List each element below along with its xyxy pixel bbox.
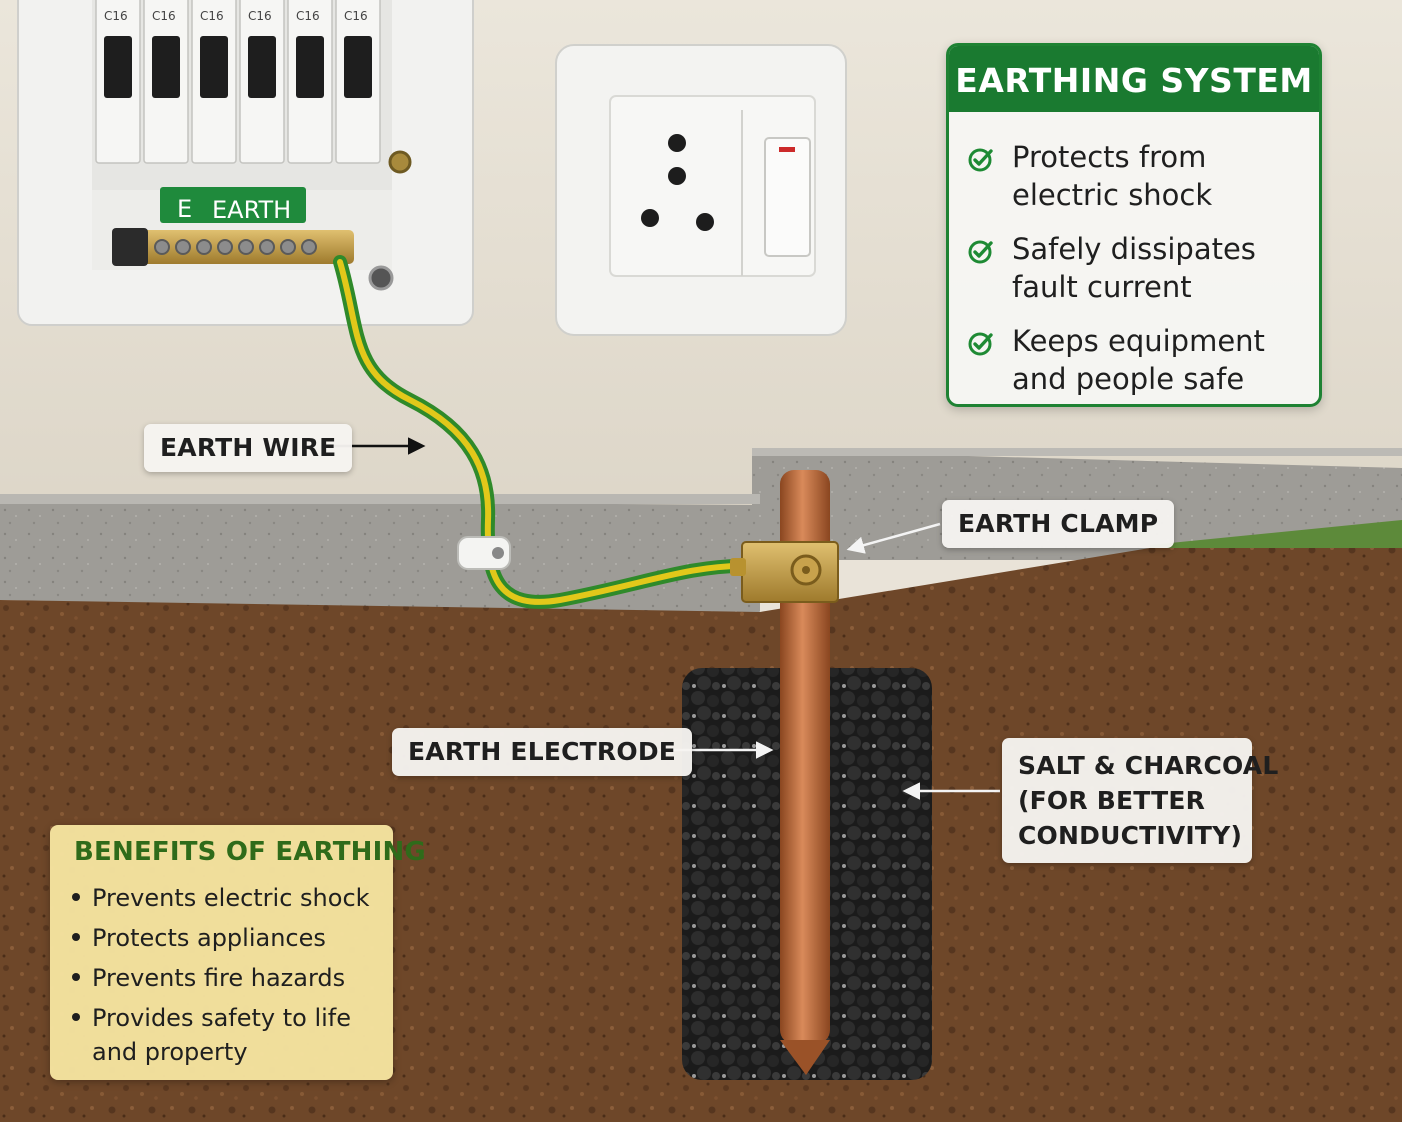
- terminal-screw: [302, 240, 316, 254]
- breaker-toggle[interactable]: [200, 36, 228, 98]
- terminal-screw: [239, 240, 253, 254]
- benefits-title: BENEFITS OF EARTHING: [74, 837, 426, 867]
- salt-charcoal-line: CONDUCTIVITY): [1018, 818, 1236, 853]
- system-item-line: Keeps equipment: [1012, 322, 1312, 360]
- breaker-toggle[interactable]: [344, 36, 372, 98]
- breaker-rating-label: C16: [152, 9, 176, 23]
- switch-toggle[interactable]: [765, 138, 810, 256]
- earth-tag-letter: E: [177, 195, 192, 223]
- breaker-toggle[interactable]: [104, 36, 132, 98]
- breaker-toggle[interactable]: [152, 36, 180, 98]
- terminal-screw: [155, 240, 169, 254]
- terminal-screw: [218, 240, 232, 254]
- earth-wire-label: EARTH WIRE: [144, 424, 352, 472]
- terminal-screw: [197, 240, 211, 254]
- bullet-icon: [72, 933, 80, 941]
- check-circle-icon: [967, 238, 995, 266]
- earth-clamp: [730, 542, 838, 602]
- terminal-screw: [260, 240, 274, 254]
- benefit-line: Protects appliances: [92, 921, 392, 955]
- system-item-line: and people safe: [1012, 360, 1312, 398]
- benefits-panel: BENEFITS OF EARTHING Prevents electric s…: [50, 825, 393, 1080]
- benefit-line: Prevents fire hazards: [92, 961, 392, 995]
- salt-charcoal-line: (FOR BETTER: [1018, 783, 1236, 818]
- earth-tag-text: EARTH: [212, 196, 291, 224]
- benefit-line: and property: [92, 1035, 392, 1069]
- bullet-icon: [72, 893, 80, 901]
- system-item-line: Protects from: [1012, 138, 1312, 176]
- earth-clamp-label: EARTH CLAMP: [942, 500, 1174, 548]
- system-item-line: Safely dissipates: [1012, 230, 1312, 268]
- earthing-system-title: EARTHING SYSTEM: [949, 46, 1319, 112]
- salt-charcoal-line: SALT & CHARCOAL: [1018, 748, 1236, 783]
- breaker-rating-label: C16: [104, 9, 128, 23]
- earth-electrode-label: EARTH ELECTRODE: [392, 728, 692, 776]
- salt-charcoal-label: SALT & CHARCOAL (FOR BETTER CONDUCTIVITY…: [1002, 738, 1252, 863]
- breaker-rating-label: C16: [344, 9, 368, 23]
- benefit-line: Prevents electric shock: [92, 881, 392, 915]
- terminal-screw: [176, 240, 190, 254]
- wire-clip: [458, 537, 510, 569]
- system-item-line: fault current: [1012, 268, 1312, 306]
- system-item-line: electric shock: [1012, 176, 1312, 214]
- breaker-toggle[interactable]: [296, 36, 324, 98]
- earthing-system-panel: EARTHING SYSTEM Protects from electric s…: [946, 43, 1322, 407]
- benefit-line: Provides safety to life: [92, 1001, 392, 1035]
- breaker-rating-label: C16: [248, 9, 272, 23]
- breaker-rating-label: C16: [200, 9, 224, 23]
- check-circle-icon: [967, 330, 995, 358]
- terminal-screw: [281, 240, 295, 254]
- check-circle-icon: [967, 146, 995, 174]
- breaker-rating-label: C16: [296, 9, 320, 23]
- breaker-toggle[interactable]: [248, 36, 276, 98]
- bullet-icon: [72, 1013, 80, 1021]
- bullet-icon: [72, 973, 80, 981]
